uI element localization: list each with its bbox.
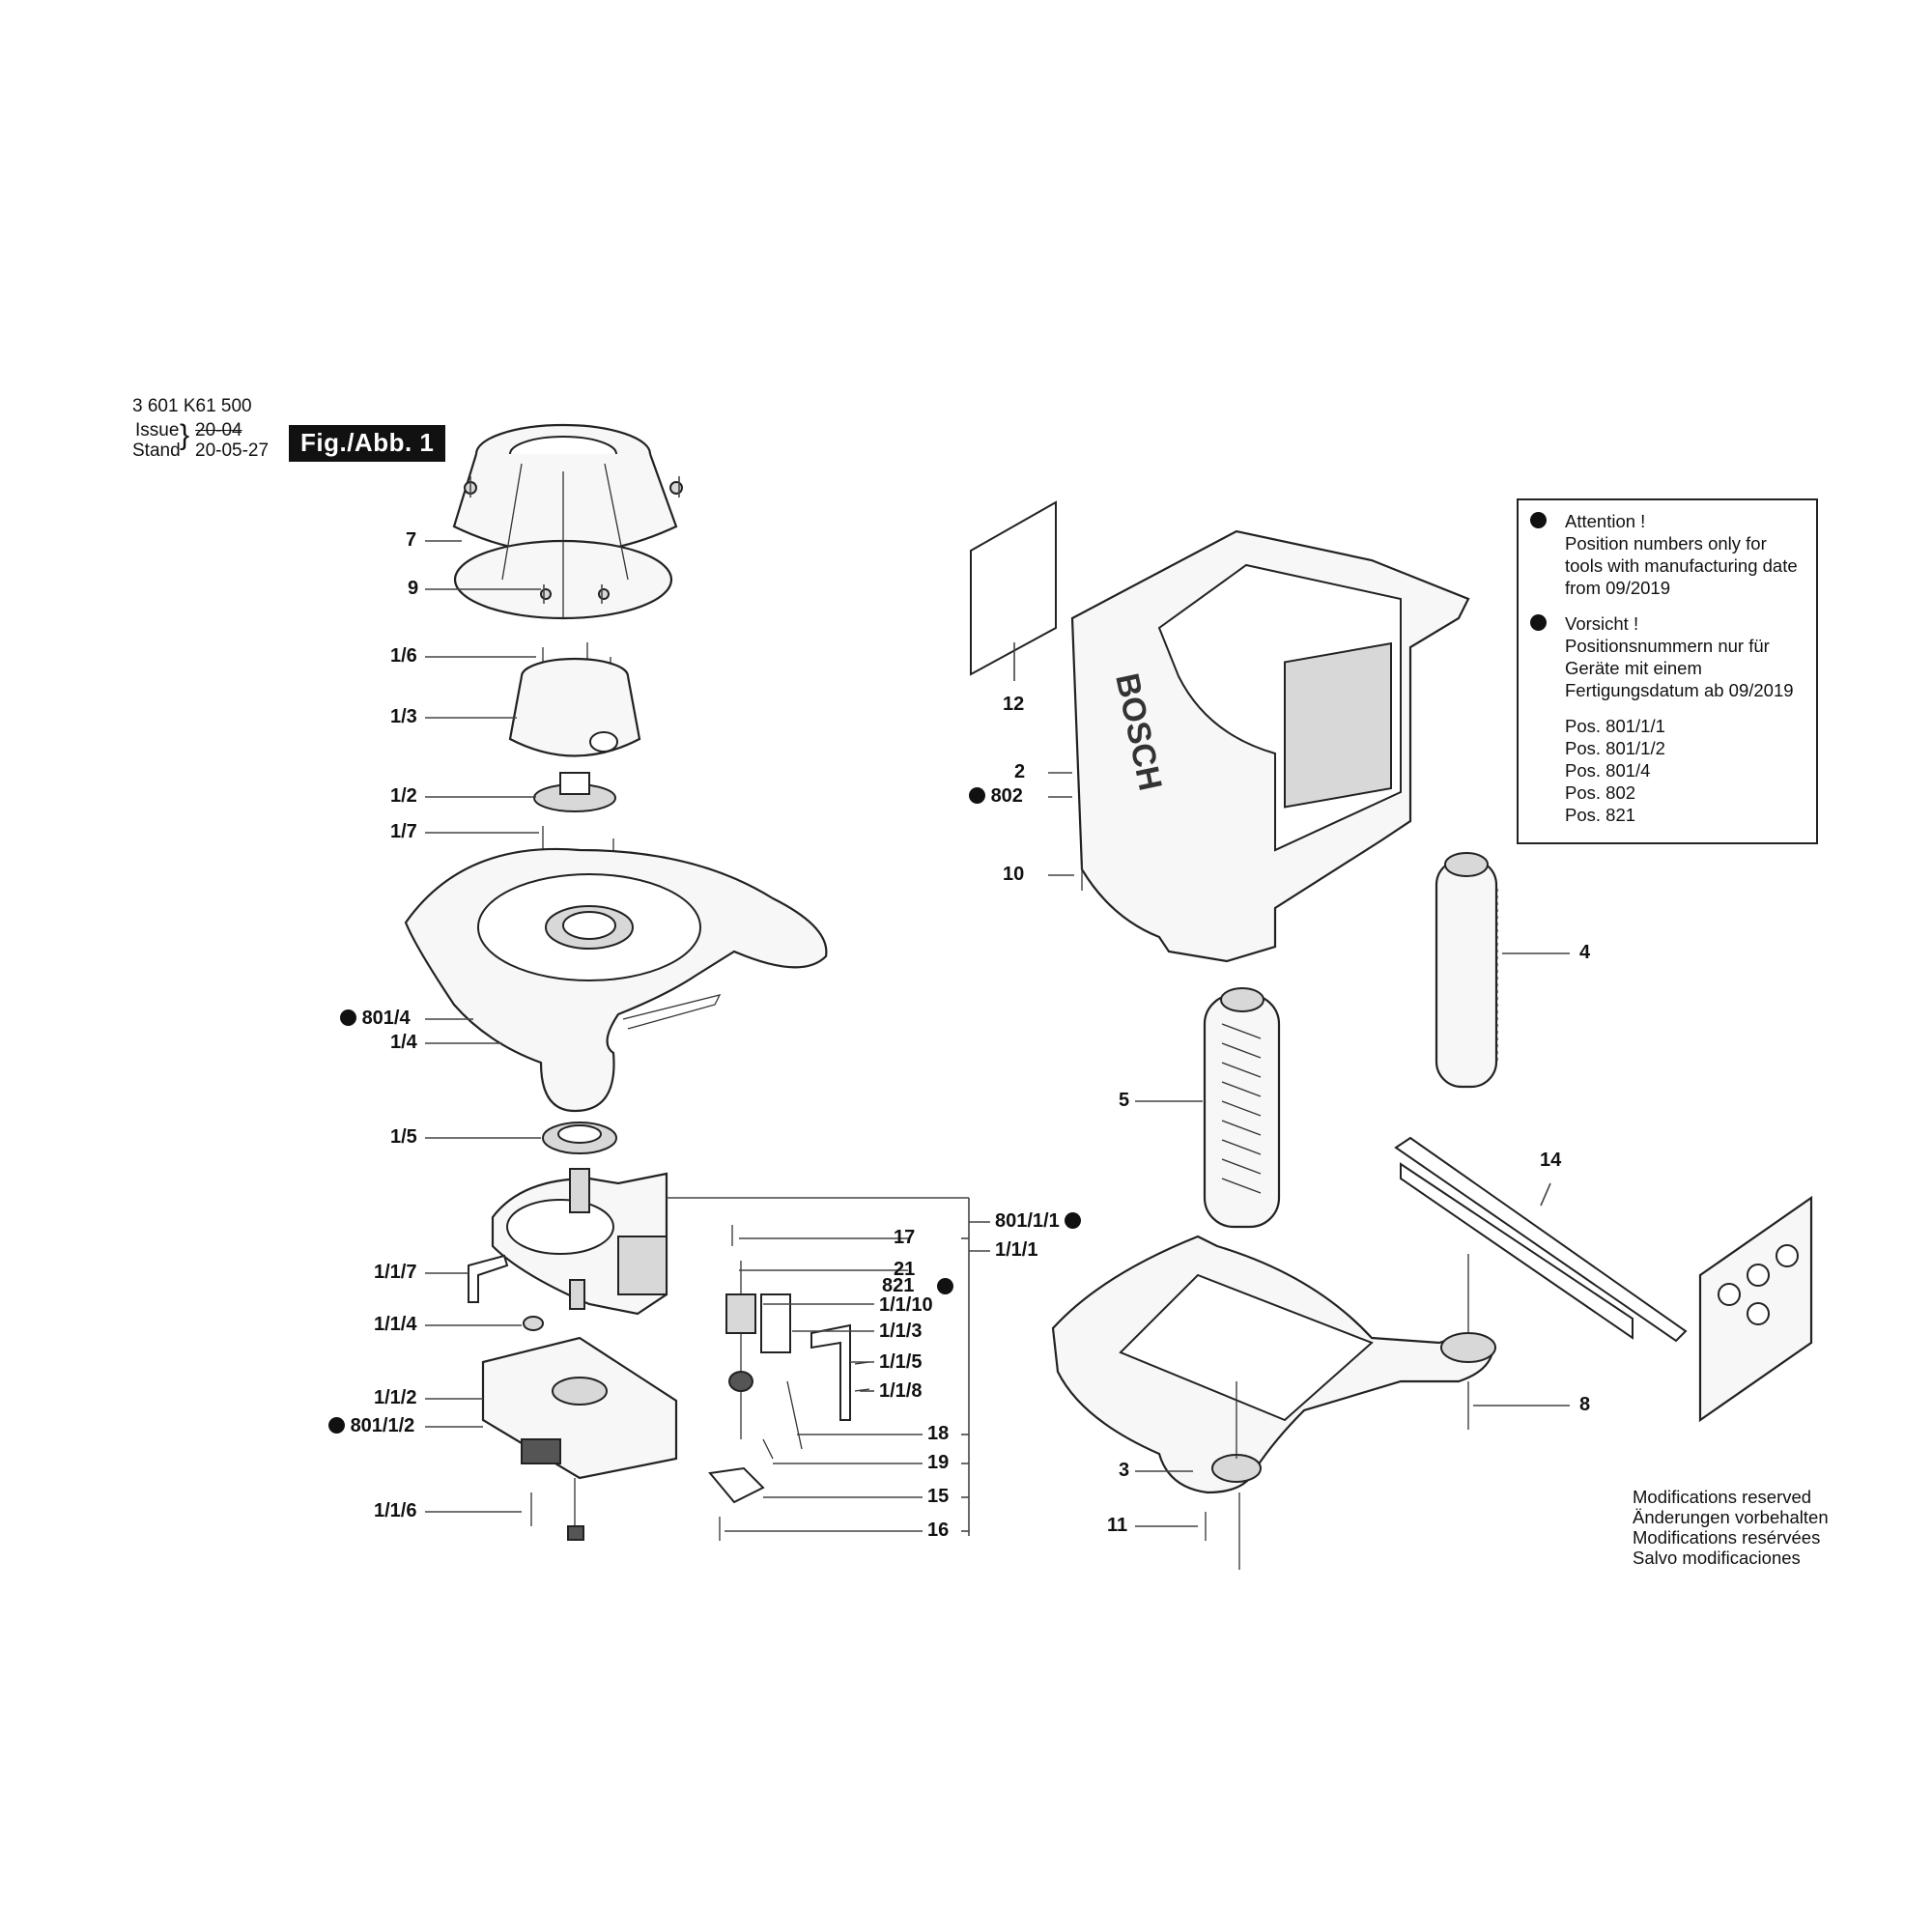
clip-1-1-7	[468, 1254, 509, 1303]
label-1-5: 1/5	[390, 1126, 417, 1148]
notice-pos-5: Pos. 821	[1565, 805, 1636, 825]
bullet-icon	[1530, 512, 1547, 528]
housing-part: BOSCH	[1070, 529, 1470, 963]
label-1-3: 1/3	[390, 706, 417, 727]
label-19: 19	[927, 1452, 950, 1473]
bullet-icon	[937, 1278, 953, 1294]
label-7: 7	[406, 529, 417, 551]
bullet-icon	[1065, 1212, 1082, 1229]
bullet-icon	[1530, 614, 1547, 631]
circuit-board	[481, 1336, 678, 1541]
washer-1-1-4	[523, 1316, 544, 1331]
label-1-1-6: 1/1/6	[374, 1500, 417, 1521]
label-16: 16	[927, 1520, 950, 1541]
modifications-fr: Modifications resérvées	[1633, 1527, 1821, 1548]
modifications-note: Modifications reserved Änderungen vorbeh…	[1633, 1487, 1829, 1568]
label-1-2: 1/2	[390, 785, 417, 807]
label-12: 12	[1003, 694, 1025, 715]
base-tray-part	[1051, 1235, 1496, 1494]
label-1-4: 1/4	[390, 1032, 417, 1053]
label-21: 21	[894, 1259, 916, 1280]
notice-en-text: Position numbers only for tools with man…	[1565, 533, 1798, 598]
mounting-plate-14	[1394, 1136, 1813, 1423]
notice-pos-1: Pos. 801/1/1	[1565, 716, 1665, 736]
label-1-1-1: 1/1/1	[995, 1239, 1038, 1261]
label-802: 802	[969, 785, 1023, 808]
modifications-es: Salvo modificaciones	[1633, 1548, 1801, 1568]
motor-assembly	[491, 1168, 668, 1316]
modifications-en: Modifications reserved	[1633, 1487, 1812, 1507]
part-number: 3 601 K61 500	[132, 396, 252, 416]
notice-box: Attention ! Position numbers only for to…	[1517, 498, 1818, 844]
label-14: 14	[1540, 1150, 1562, 1171]
issue-value: 20-04	[195, 420, 242, 440]
top-cage-part	[452, 423, 683, 620]
label-4: 4	[1579, 942, 1591, 963]
stand-label: Stand	[132, 440, 181, 461]
notice-pos-3: Pos. 801/4	[1565, 760, 1651, 781]
label-1-6: 1/6	[390, 645, 417, 667]
label-821: 821	[882, 1275, 915, 1296]
label-1-1-5: 1/1/5	[879, 1351, 923, 1373]
modifications-de: Änderungen vorbehalten	[1633, 1507, 1829, 1527]
notice-de-text: Positionsnummern nur für Geräte mit eine…	[1565, 636, 1794, 700]
label-1-1-7: 1/1/7	[374, 1262, 417, 1283]
label-1-1-2: 1/1/2	[374, 1387, 417, 1408]
label-9: 9	[408, 578, 419, 599]
label-1-7: 1/7	[390, 821, 417, 842]
bullet-icon	[340, 1009, 356, 1026]
label-1-1-8: 1/1/8	[879, 1380, 923, 1402]
label-15: 15	[927, 1486, 950, 1507]
label-11: 11	[1107, 1515, 1128, 1536]
bullet-icon	[969, 787, 985, 804]
head-part	[508, 657, 641, 757]
notice-en-title: Attention !	[1530, 510, 1803, 532]
label-18: 18	[927, 1423, 950, 1444]
label-801-1-2: 801/1/2	[328, 1415, 414, 1437]
issue-label: Issue	[135, 420, 180, 440]
figure-badge: Fig./Abb. 1	[289, 425, 446, 462]
notice-pos-2: Pos. 801/1/2	[1565, 738, 1665, 758]
bracket-1-2	[533, 772, 616, 812]
base-frame-part	[404, 847, 828, 1113]
label-1-1-10: 1/1/10	[879, 1294, 933, 1316]
label-5: 5	[1119, 1090, 1130, 1111]
notice-de-title: Vorsicht !	[1530, 612, 1803, 635]
screw-set-9	[469, 476, 680, 604]
label-1-1-4: 1/1/4	[374, 1314, 417, 1335]
stand-value: 20-05-27	[195, 440, 270, 461]
label-2: 2	[1014, 761, 1026, 782]
brace: }	[180, 419, 190, 451]
label-1-1-3: 1/1/3	[879, 1321, 923, 1342]
label-10: 10	[1003, 864, 1025, 885]
label-17: 17	[894, 1227, 916, 1248]
ring-1-5	[542, 1122, 617, 1154]
label-8: 8	[1579, 1394, 1591, 1415]
cylinder-4	[1435, 852, 1498, 1089]
label-sheet-12	[970, 500, 1057, 676]
label-801-4: 801/4	[340, 1008, 411, 1030]
bullet-icon	[328, 1417, 345, 1434]
leader-lines	[425, 540, 1570, 1536]
small-parts	[708, 1225, 870, 1541]
notice-pos-4: Pos. 802	[1565, 782, 1636, 803]
spring-cylinder-5	[1203, 987, 1281, 1229]
label-3: 3	[1119, 1460, 1130, 1481]
label-801-1-1: 801/1/1	[995, 1210, 1082, 1233]
